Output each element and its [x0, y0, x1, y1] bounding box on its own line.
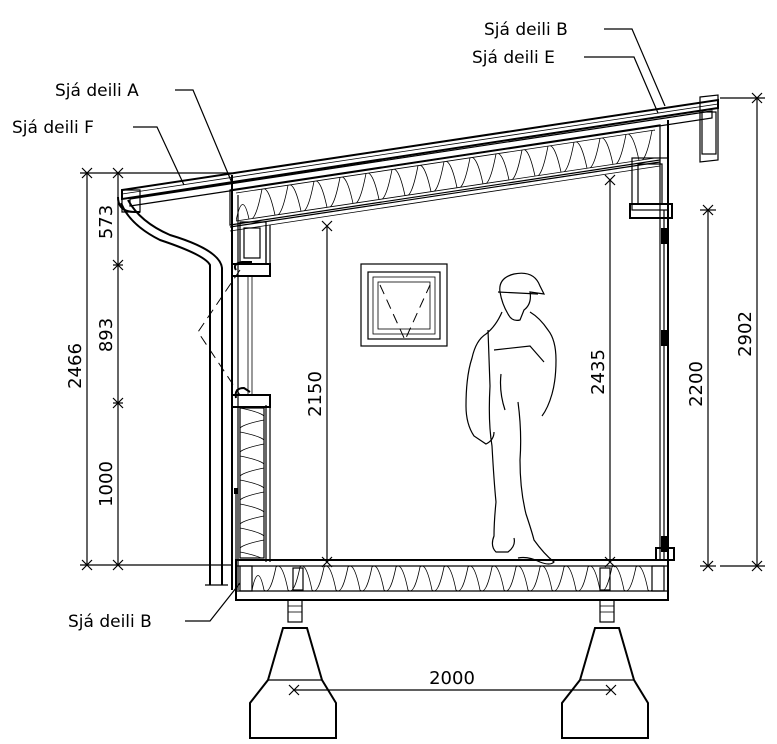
callout-detail-b-bottom: Sjá deili B — [68, 612, 152, 632]
dim-ceiling-high: 2435 — [588, 349, 609, 395]
dim-ceiling-low: 2150 — [305, 371, 326, 417]
dim-window-sill: 1000 — [96, 461, 117, 507]
wall-insulation — [240, 408, 264, 558]
dim-window-top: 573 — [96, 205, 117, 239]
foundation-right — [561, 599, 649, 739]
callout-detail-f: Sjá deili F — [12, 118, 94, 138]
interior-window — [360, 263, 448, 347]
gutter-downpipe — [117, 196, 228, 586]
dimension-ticks — [81, 92, 763, 696]
callout-detail-a: Sjá deili A — [55, 81, 139, 101]
dim-foundation-spacing: 2000 — [429, 668, 475, 689]
roof-assembly — [121, 94, 719, 232]
dim-left-wall-height: 2466 — [65, 343, 86, 389]
dimension-lines — [80, 97, 765, 691]
foundation-left — [249, 599, 337, 739]
callout-detail-b-top: Sjá deili B — [484, 20, 568, 40]
callout-detail-e: Sjá deili E — [472, 48, 555, 68]
callout-leaders — [133, 28, 666, 622]
left-wall — [197, 175, 271, 590]
floor-insulation — [252, 566, 652, 591]
roof-insulation — [236, 130, 655, 221]
right-wall — [629, 120, 675, 600]
dim-door-height: 2200 — [686, 361, 707, 407]
dim-right-wall-height: 2902 — [735, 311, 756, 357]
person-figure — [465, 272, 557, 565]
floor-assembly — [235, 559, 669, 601]
dim-window-opening: 893 — [96, 318, 117, 352]
